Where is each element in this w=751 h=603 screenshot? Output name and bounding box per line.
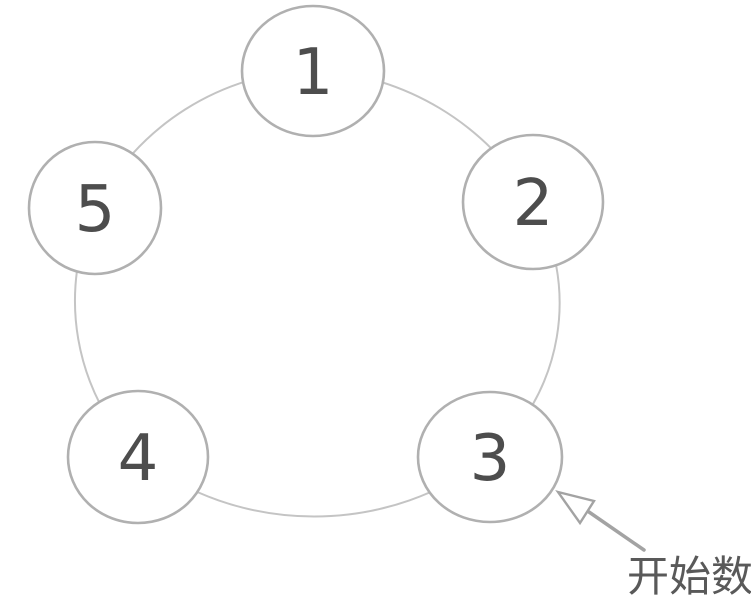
node-4-label: 4 (118, 422, 159, 496)
node-2-circle (461, 133, 605, 271)
node-4-circle (66, 389, 210, 525)
node-3-label: 3 (470, 422, 511, 496)
start-arrow (555, 490, 646, 552)
node-1-label: 1 (293, 36, 334, 110)
node-3: 3 (416, 390, 564, 524)
node-5-circle (27, 140, 163, 276)
node-5-label: 5 (75, 173, 116, 247)
node-2: 2 (461, 133, 605, 271)
arrow-head (555, 490, 596, 526)
node-4: 4 (66, 389, 210, 525)
node-1-circle (240, 4, 386, 138)
node-3-circle (416, 390, 564, 524)
node-5: 5 (27, 140, 163, 276)
node-1: 1 (240, 4, 386, 138)
arrow-line (587, 510, 646, 552)
start-label: 开始数 (627, 552, 751, 601)
node-2-label: 2 (513, 167, 554, 241)
